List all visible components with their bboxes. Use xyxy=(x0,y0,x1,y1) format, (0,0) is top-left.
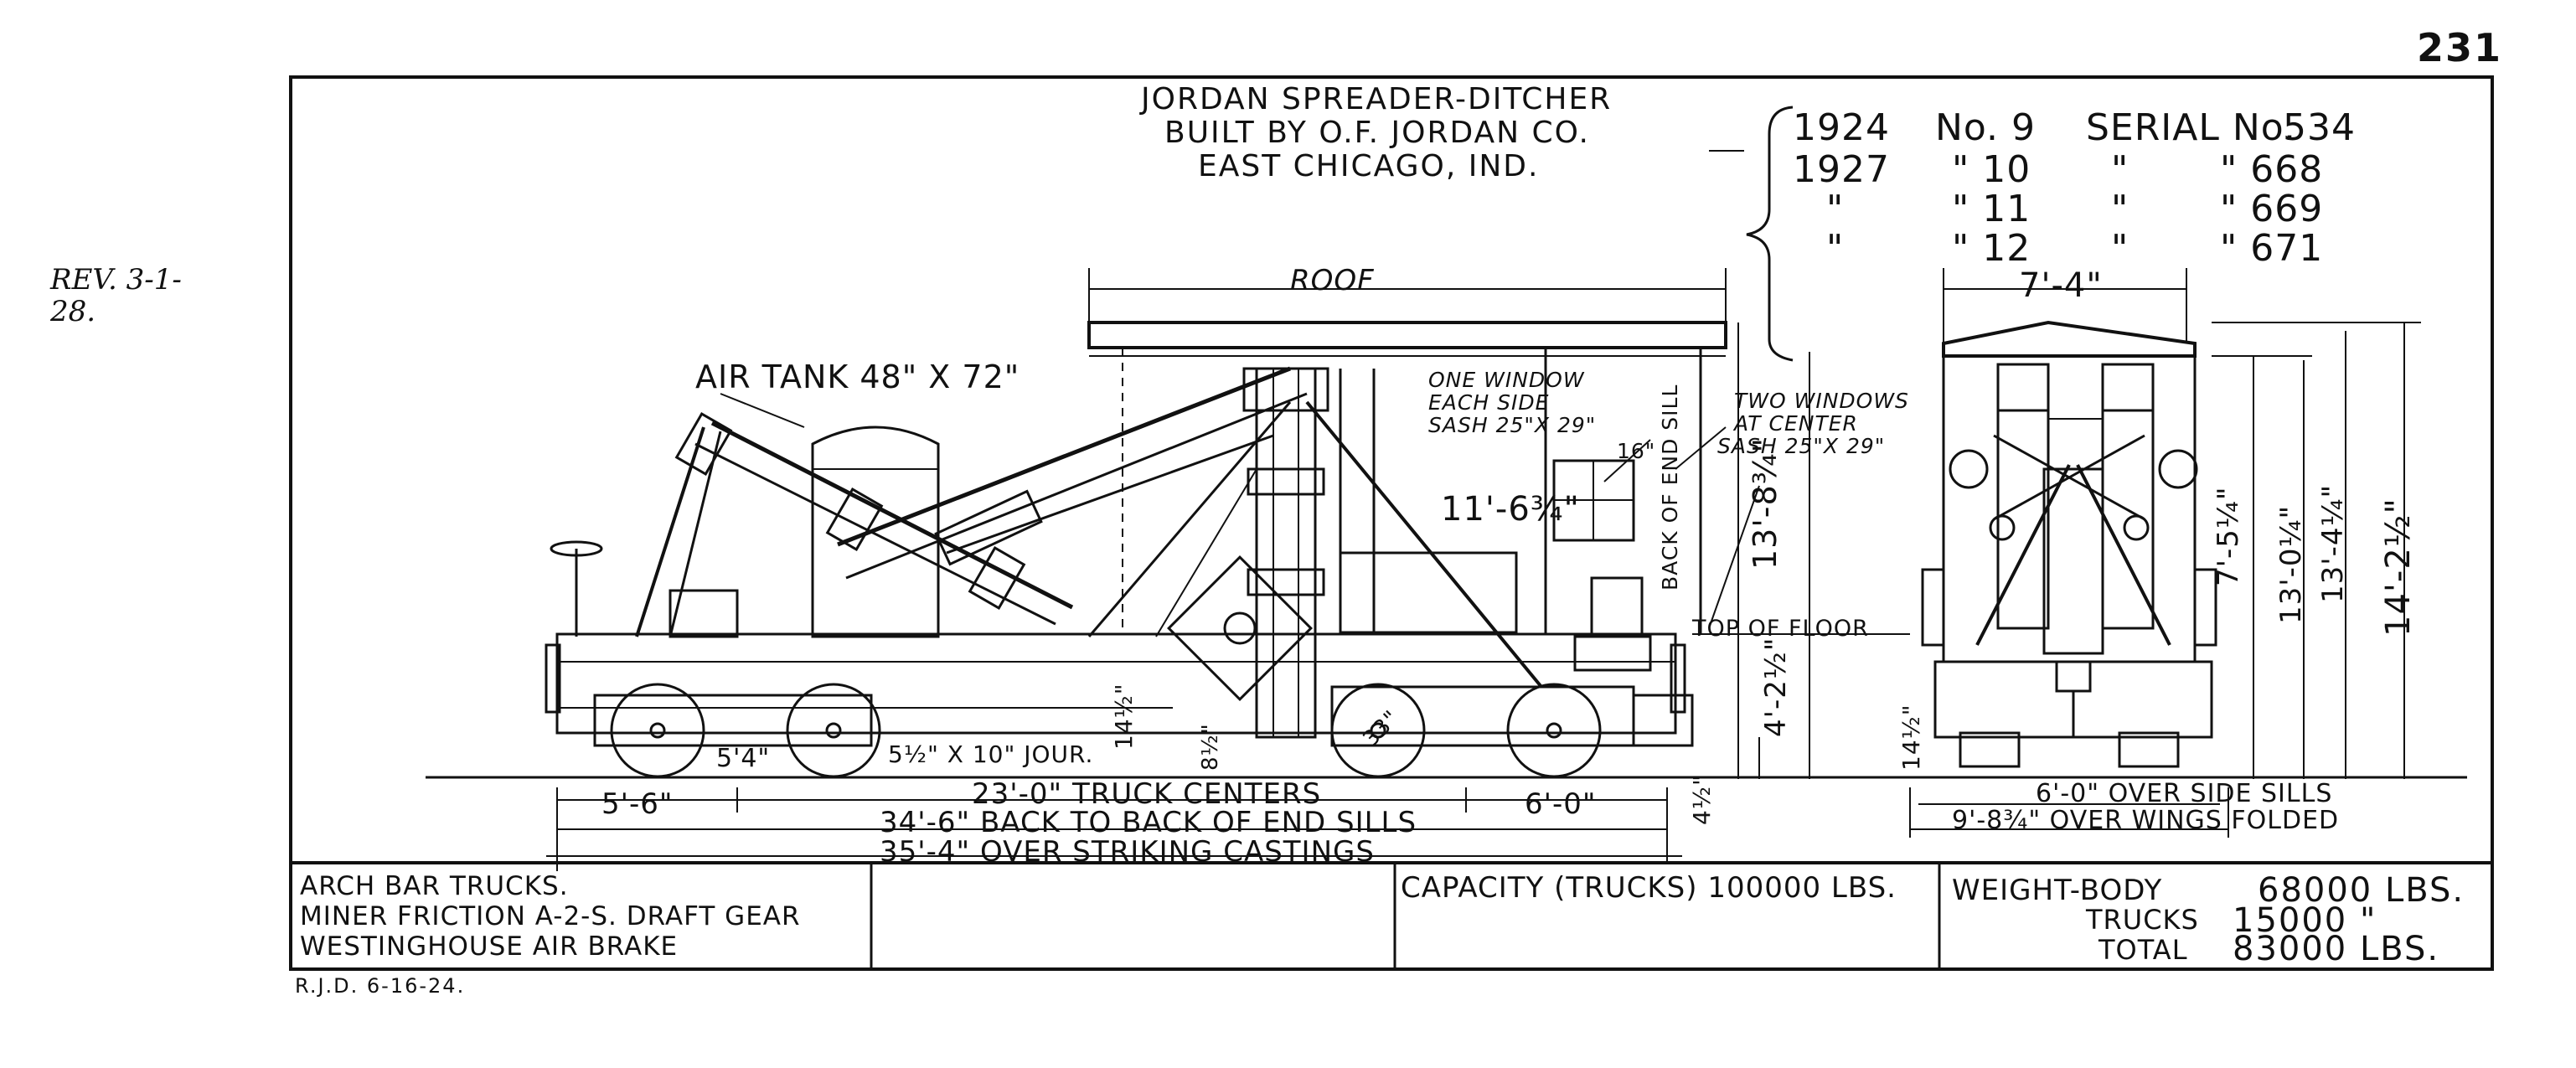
note-line: EACH SIDE xyxy=(1428,390,1550,415)
dim-window-height: 11'-6¾" xyxy=(1441,490,1580,529)
weight-total-value: 83000 LBS. xyxy=(2233,930,2440,968)
air-tank xyxy=(811,426,940,638)
serial-label: " xyxy=(2111,148,2129,191)
dim-roof-width: 7'-4" xyxy=(2019,266,2103,305)
serial-label: " xyxy=(2111,188,2129,230)
serial-unit-no: No. 9 xyxy=(1935,106,2037,149)
truck-frame-left xyxy=(593,694,873,747)
serial-number: " 669 xyxy=(2220,188,2324,230)
back-of-end-sill-label: BACK OF END SILL xyxy=(1658,384,1682,591)
dim-wheelbase-left: 5'-6" xyxy=(601,787,674,821)
dim-back-to-back: 34'-6" BACK TO BACK OF END SILLS xyxy=(880,806,1417,839)
serial-number: 534 xyxy=(2283,106,2356,149)
dim-end-14: 14½" xyxy=(1897,704,1925,771)
weight-body-label: WEIGHT-BODY xyxy=(1952,874,2163,907)
dim-over-wings: 9'-8¾" OVER WINGS FOLDED xyxy=(1952,806,2340,835)
drawn-by: R.J.D. 6-16-24. xyxy=(295,974,466,998)
journal-label: 5½" X 10" JOUR. xyxy=(888,740,1094,768)
wheel xyxy=(1506,683,1602,778)
cab-roof xyxy=(1087,321,1727,349)
dim-14-half: 14½" xyxy=(1110,683,1138,750)
dim-over-side-sills: 6'-0" OVER SIDE SILLS xyxy=(2036,779,2333,808)
top-of-floor-label: TOP OF FLOOR xyxy=(1692,616,1869,642)
dim-end-3: 13'-4¼" xyxy=(2316,483,2350,603)
drawing-frame xyxy=(289,75,2494,971)
revision-stamp: REV. 3-1-28. xyxy=(50,263,182,328)
dim-wheel-54: 5'4" xyxy=(716,744,771,773)
title-line-1: JORDAN SPREADER-DITCHER xyxy=(1141,82,1613,116)
roof-label: ROOF xyxy=(1290,264,1375,297)
dim-end-2: 13'-0¼" xyxy=(2274,504,2308,624)
serial-label: " xyxy=(2111,227,2129,270)
dim-8-half: 8½" xyxy=(1198,723,1223,771)
dim-rail-4: 4½" xyxy=(1688,774,1716,825)
page-number: 231 xyxy=(2417,25,2503,70)
equipment-item: ARCH BAR TRUCKS. xyxy=(300,871,569,901)
dim-wheelbase-right: 6'-0" xyxy=(1525,787,1597,821)
air-tank-label: AIR TANK 48" X 72" xyxy=(695,359,1020,395)
note-line: AT CENTER xyxy=(1734,411,1858,436)
capacity: CAPACITY (TRUCKS) 100000 LBS. xyxy=(1401,871,1897,905)
serial-label: SERIAL No. xyxy=(2086,106,2296,149)
serial-number: " 668 xyxy=(2220,148,2324,191)
dim-side-height: 13'-8¾" xyxy=(1747,437,1784,570)
weight-trucks-label: TRUCKS xyxy=(2086,904,2199,936)
wing-hinge xyxy=(1167,555,1313,701)
dim-end-4: 14'-2½" xyxy=(2379,498,2418,637)
serial-year: " xyxy=(1826,188,1845,230)
serial-year: 1924 xyxy=(1793,106,1890,149)
sixteen-dim: 16" xyxy=(1617,439,1656,463)
serial-number: " 671 xyxy=(2220,227,2324,270)
serial-bracket xyxy=(1746,106,1794,362)
serial-unit-no: " 10 xyxy=(1952,148,2031,191)
serial-year: 1927 xyxy=(1793,148,1890,191)
dim-end-1: 7'-5¼" xyxy=(2212,486,2245,586)
dim-truck-centers: 23'-0" TRUCK CENTERS xyxy=(972,777,1322,811)
note-line: TWO WINDOWS xyxy=(1734,389,1909,413)
weight-body-value: 68000 LBS. xyxy=(2258,871,2465,910)
mast xyxy=(1255,367,1317,739)
weight-total-label: TOTAL xyxy=(2098,934,2188,966)
underframe xyxy=(555,632,1677,735)
weight-trucks-value: 15000 " xyxy=(2233,901,2377,940)
wheel xyxy=(610,683,705,778)
dim-floor-height: 4'-2½" xyxy=(1759,637,1793,737)
boom xyxy=(710,420,1074,610)
note-line: ONE WINDOW xyxy=(1428,368,1585,392)
serial-unit-no: " 11 xyxy=(1952,188,2031,230)
boom-upper xyxy=(837,366,1291,547)
serial-year: " xyxy=(1826,227,1845,270)
wheel xyxy=(786,683,881,778)
wheel xyxy=(1330,683,1426,778)
title-line-3: EAST CHICAGO, IND. xyxy=(1198,149,1540,183)
dim-over-striking: 35'-4" OVER STRIKING CASTINGS xyxy=(880,835,1375,869)
note-line: SASH 25"X 29" xyxy=(1717,434,1886,458)
end-roof xyxy=(1942,320,2197,358)
end-body xyxy=(1942,354,2197,663)
note-line: SASH 25"X 29" xyxy=(1428,413,1597,437)
serial-unit-no: " 12 xyxy=(1952,227,2031,270)
title-line-2: BUILT BY O.F. JORDAN CO. xyxy=(1164,116,1591,150)
equipment-item: MINER FRICTION A-2-S. DRAFT GEAR xyxy=(300,901,801,931)
equipment-item: WESTINGHOUSE AIR BRAKE xyxy=(300,931,679,962)
